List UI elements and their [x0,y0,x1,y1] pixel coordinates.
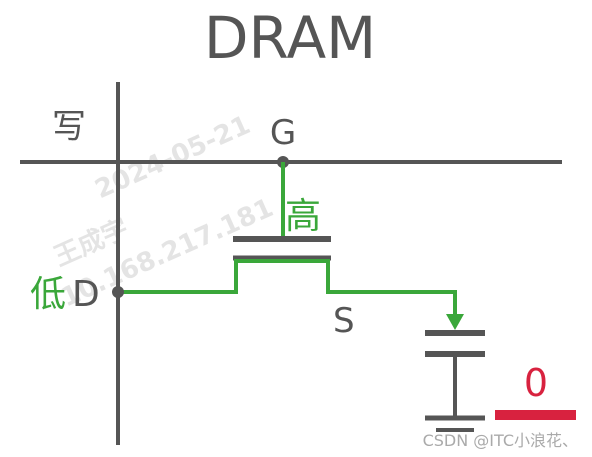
footer-credit: CSDN @ITC小浪花、 [423,431,578,450]
stored-bit-bar [495,410,576,420]
low-label: 低 [30,274,66,315]
high-label: 高 [285,196,321,237]
source-label: S [333,301,355,341]
drain-node [112,286,124,298]
gate-label: G [270,113,296,153]
write-label: 写 [52,107,86,147]
watermark-date: 2024-05-21 [91,110,255,205]
stored-bit-value: 0 [524,361,548,405]
conduction-path [118,259,457,318]
drain-label: D [72,274,100,315]
diagram-title: DRAM [204,4,376,72]
conduction-arrowhead-icon [446,314,464,330]
